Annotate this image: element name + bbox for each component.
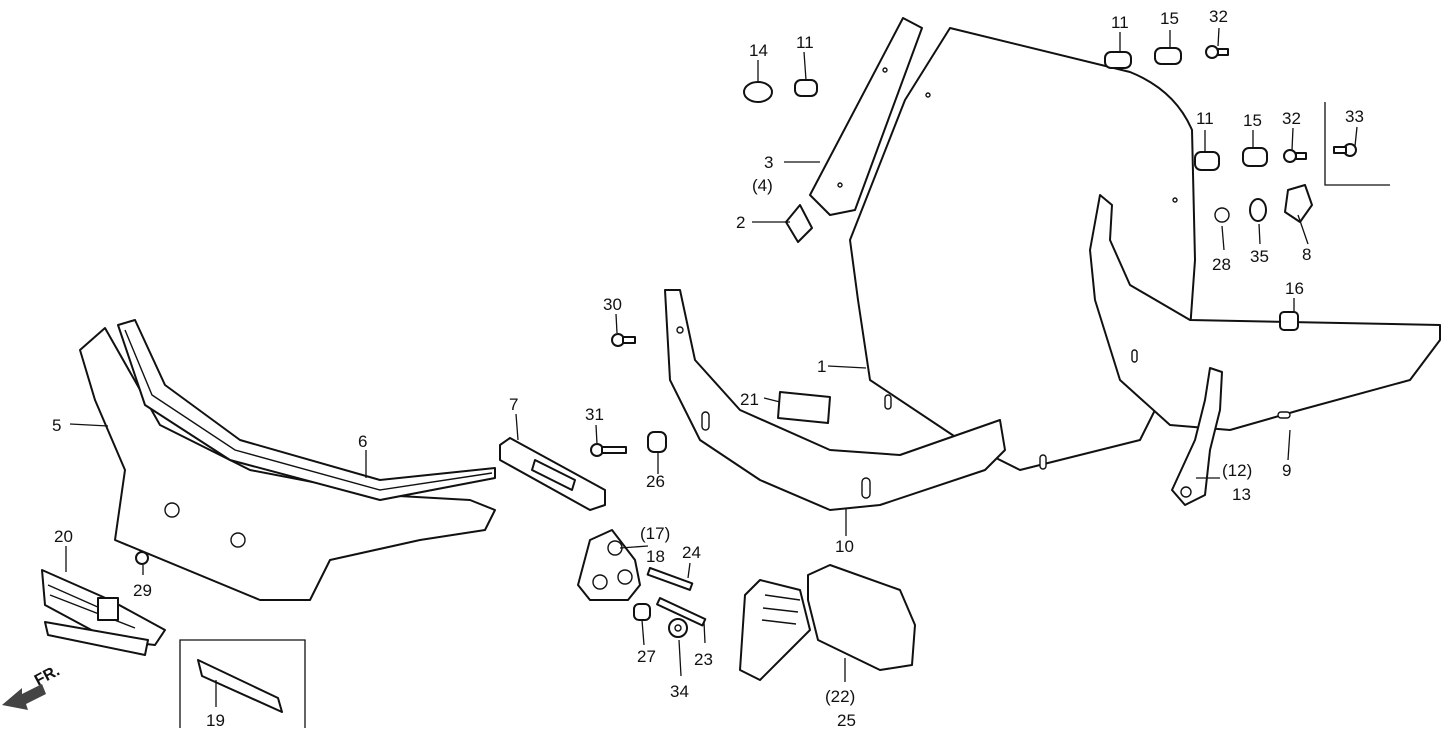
front-label: FR. — [32, 662, 63, 689]
caution-label — [777, 391, 831, 424]
callout-29: 29 — [133, 581, 152, 600]
callout-20: 20 — [54, 527, 73, 546]
callout-25: 25 — [837, 711, 856, 730]
callout-3: 3 — [764, 153, 773, 172]
front-emblem — [41, 569, 166, 656]
callout-6: 6 — [358, 432, 367, 451]
callout-22-paren: (22) — [825, 687, 855, 706]
callout-9: 9 — [1282, 461, 1291, 480]
windscreen — [849, 27, 1196, 471]
callout-12-paren: (12) — [1222, 461, 1252, 480]
callout-15-b: 15 — [1243, 111, 1262, 130]
callout-26: 26 — [646, 472, 665, 491]
callout-24: 24 — [682, 543, 701, 562]
mounting-bracket — [499, 437, 606, 511]
decal — [785, 204, 813, 243]
callout-23: 23 — [694, 650, 713, 669]
callout-11-c: 11 — [1196, 109, 1214, 128]
rear-view-mirror — [739, 564, 916, 681]
callout-28: 28 — [1212, 255, 1231, 274]
callouts: 1 2 3 (4) 5 6 7 8 9 10 11 11 11 (12) 13 … — [52, 7, 1364, 730]
callout-27: 27 — [637, 647, 656, 666]
callout-34: 34 — [670, 682, 689, 701]
callout-15-a: 15 — [1160, 9, 1179, 28]
callout-33: 33 — [1345, 107, 1364, 126]
callout-16: 16 — [1285, 279, 1304, 298]
callout-14: 14 — [749, 41, 768, 60]
callout-11-a: 11 — [796, 33, 814, 52]
callout-8: 8 — [1302, 245, 1311, 264]
callout-1: 1 — [817, 357, 826, 376]
callout-21: 21 — [740, 390, 759, 409]
windscreen-frame — [664, 289, 1006, 511]
callout-32-b: 32 — [1282, 109, 1301, 128]
callout-31: 31 — [585, 405, 604, 424]
moulding-strip — [117, 319, 496, 501]
callout-17-paren: (17) — [640, 524, 670, 543]
callout-13: 13 — [1232, 485, 1251, 504]
callout-5: 5 — [52, 416, 61, 435]
callout-32-a: 32 — [1209, 7, 1228, 26]
callout-19: 19 — [206, 711, 225, 730]
hardware — [135, 45, 1357, 638]
callout-18: 18 — [646, 547, 665, 566]
callout-11-b: 11 — [1111, 13, 1129, 32]
callout-30: 30 — [603, 295, 622, 314]
group-bracket — [1324, 102, 1390, 186]
front-fairing — [79, 327, 496, 601]
windscreen-trim — [809, 17, 923, 216]
stay-arm — [1171, 367, 1223, 506]
callout-35: 35 — [1250, 247, 1269, 266]
lower-cowl-panel — [1089, 194, 1441, 431]
callout-2: 2 — [736, 213, 745, 232]
leader-lines — [65, 27, 1358, 707]
callout-10: 10 — [835, 537, 854, 556]
mount-plate — [577, 529, 641, 601]
front-direction-arrow: FR. — [2, 662, 63, 710]
callout-4-paren: (4) — [752, 176, 773, 195]
callout-7: 7 — [509, 395, 518, 414]
emblem-box — [179, 639, 306, 728]
